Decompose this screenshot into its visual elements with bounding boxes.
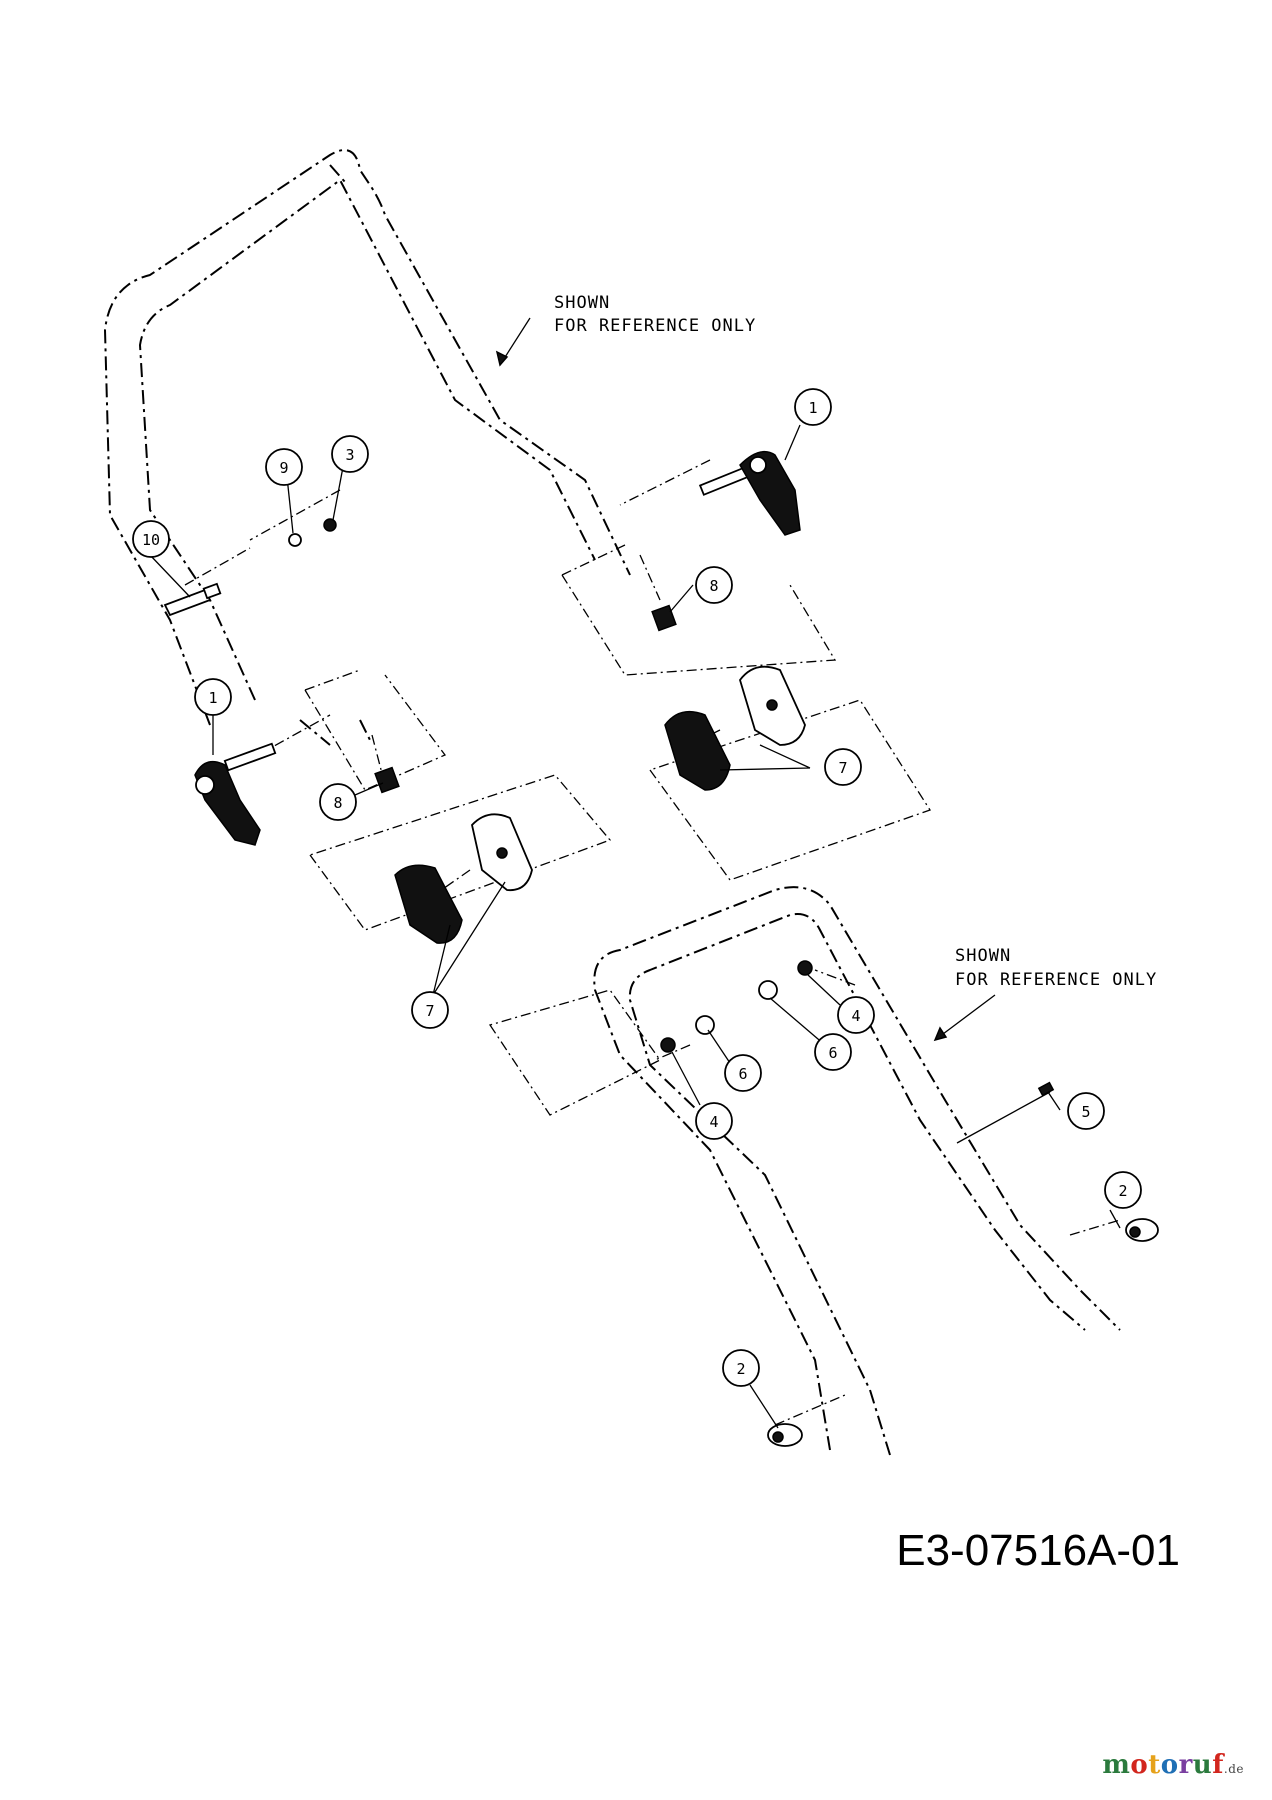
svg-text:1: 1 <box>208 689 217 707</box>
reference-note-lower: SHOWN FOR REFERENCE ONLY <box>955 946 1157 990</box>
callout-4-right: 4 <box>837 996 875 1034</box>
callout-7-left: 7 <box>411 991 449 1029</box>
watermark-letter: o <box>1160 1750 1179 1780</box>
svg-text:3: 3 <box>345 446 354 464</box>
lower-handle-tube <box>593 886 1121 1456</box>
assembly-lines <box>184 459 1121 1426</box>
bolt <box>163 582 222 617</box>
clamp-lever-right <box>698 450 801 536</box>
callout-1-left: 1 <box>194 678 232 716</box>
svg-text:FOR REFERENCE ONLY: FOR REFERENCE ONLY <box>955 970 1157 990</box>
watermark-suffix: .de <box>1223 1762 1244 1776</box>
watermark-letter: t <box>1148 1750 1161 1780</box>
svg-text:4: 4 <box>851 1007 860 1025</box>
callout-6-right: 6 <box>814 1033 852 1071</box>
nut-upper <box>323 518 337 532</box>
spacer-left <box>695 1015 715 1035</box>
svg-text:SHOWN: SHOWN <box>955 946 1011 966</box>
knob-right-back <box>739 665 806 746</box>
spacer-right <box>758 980 778 1000</box>
watermark-letter: o <box>1130 1750 1149 1780</box>
callout-2-left: 2 <box>722 1349 760 1387</box>
drawing-code: E3-07516A-01 <box>896 1526 1180 1575</box>
explode-box-upper-right <box>561 544 837 676</box>
svg-text:8: 8 <box>709 577 718 595</box>
leader-lines <box>149 424 1121 1429</box>
upper-handle-tube <box>103 149 631 746</box>
explode-box-middle-right <box>648 699 931 881</box>
svg-text:SHOWN: SHOWN <box>554 293 610 313</box>
cable-tie <box>956 1081 1055 1144</box>
explode-box-lower-left <box>488 989 661 1116</box>
svg-text:FOR REFERENCE ONLY: FOR REFERENCE ONLY <box>554 316 756 336</box>
callout-7-right: 7 <box>824 748 862 786</box>
svg-text:6: 6 <box>738 1065 747 1083</box>
watermark-letter: r <box>1178 1750 1193 1780</box>
svg-text:6: 6 <box>828 1044 837 1062</box>
reference-note-upper: SHOWN FOR REFERENCE ONLY <box>554 293 756 336</box>
nut-lower-left <box>660 1037 676 1053</box>
clamp-lever-left <box>194 742 277 846</box>
clip-right <box>1125 1218 1159 1242</box>
watermark-letter: m <box>1102 1750 1131 1780</box>
reference-arrow-upper <box>495 317 531 367</box>
callout-2-right: 2 <box>1104 1171 1142 1209</box>
svg-text:1: 1 <box>808 399 817 417</box>
svg-text:8: 8 <box>333 794 342 812</box>
svg-text:4: 4 <box>709 1113 718 1131</box>
svg-text:2: 2 <box>736 1360 745 1378</box>
callout-3: 3 <box>331 435 369 473</box>
watermark-text: motoruf <box>1102 1750 1224 1780</box>
callout-1-right: 1 <box>794 388 832 426</box>
svg-text:2: 2 <box>1118 1182 1127 1200</box>
insert-left <box>374 766 400 794</box>
svg-text:9: 9 <box>279 459 288 477</box>
knob-right-front <box>664 710 731 791</box>
callout-9: 9 <box>265 448 303 486</box>
watermark-logo: motoruf.de <box>1102 1750 1244 1780</box>
svg-text:7: 7 <box>838 759 847 777</box>
watermark-letter: f <box>1212 1750 1224 1780</box>
svg-text:10: 10 <box>142 531 160 549</box>
nut-lower-right <box>797 960 813 976</box>
knob-left-back <box>471 813 533 892</box>
explode-box-upper-left <box>304 669 447 791</box>
watermark-letter: u <box>1192 1750 1213 1780</box>
callout-10: 10 <box>132 520 170 558</box>
clip-left <box>767 1423 803 1447</box>
svg-text:5: 5 <box>1081 1103 1090 1121</box>
reference-arrow-lower <box>933 994 996 1042</box>
callout-6-left: 6 <box>724 1054 762 1092</box>
callout-8-left: 8 <box>319 783 357 821</box>
explode-box-middle-left <box>308 774 612 931</box>
svg-text:7: 7 <box>425 1002 434 1020</box>
washer <box>288 533 302 547</box>
callout-4-left: 4 <box>695 1102 733 1140</box>
knob-left-front <box>394 864 463 944</box>
callout-8-right: 8 <box>695 566 733 604</box>
callout-5: 5 <box>1067 1092 1105 1130</box>
